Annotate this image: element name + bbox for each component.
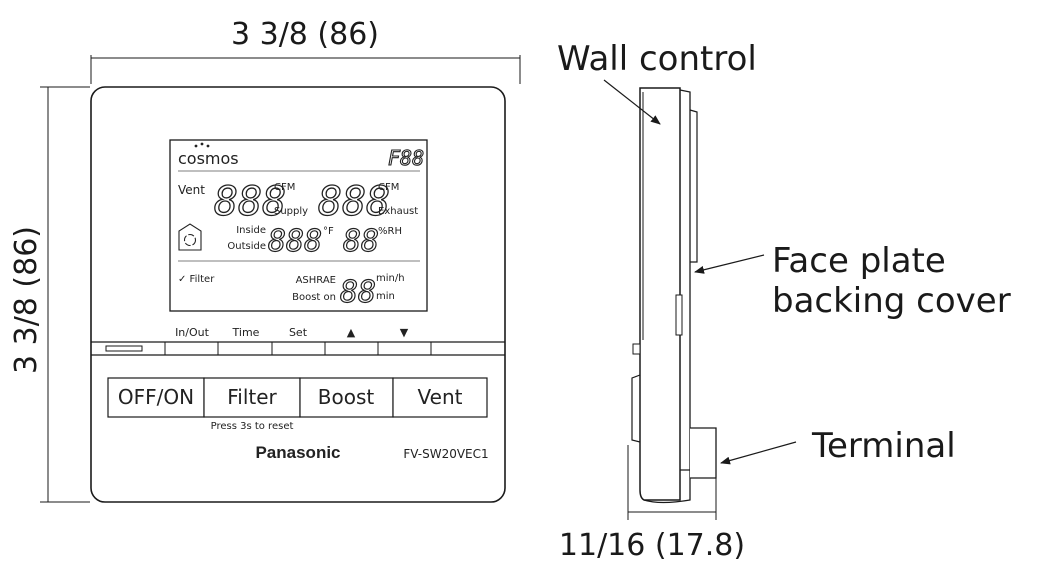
logo-sparkle-icon [194, 142, 210, 148]
lcd-vent-label: Vent [178, 183, 205, 197]
terminal-label: Terminal [811, 426, 956, 466]
terminal-leader [720, 441, 797, 465]
depth-dimension: 11/16 (17.8) [559, 445, 745, 563]
key-labels: In/Out Time Set ▲ ▼ [175, 326, 409, 339]
lcd-supply-digits: 888 [214, 179, 286, 225]
indicator-led [105, 345, 143, 352]
boost-button-label: Boost [318, 385, 375, 409]
face-plate-label-line2: backing cover [772, 281, 1011, 321]
lcd-boost-on-label: Boost on [292, 292, 336, 303]
height-dimension: 3 3/8 (86) [9, 86, 90, 503]
width-dimension-label: 3 3/8 (86) [231, 17, 379, 52]
lcd-supply-unit: CFM [274, 182, 295, 193]
lcd-filter-label: ✓ Filter [178, 274, 215, 285]
lcd-exhaust-unit: CFM [378, 182, 399, 193]
lcd-exhaust-digits: 888 [318, 179, 390, 225]
off-on-button-label: OFF/ON [118, 385, 194, 409]
filter-button-label: Filter [227, 385, 277, 409]
key-label-set: Set [289, 326, 308, 339]
lcd-exhaust-label: Exhaust [378, 206, 418, 217]
in-out-key[interactable] [166, 343, 217, 354]
wall-control-leader [603, 79, 661, 125]
key-label-time: Time [232, 326, 260, 339]
depth-dimension-label: 11/16 (17.8) [559, 528, 745, 563]
lcd-inside-label: Inside [236, 225, 266, 236]
wall-control-label: Wall control [557, 39, 757, 79]
lcd-screen: cosmos F88 Vent 888 CFM Supply 888 CFM E… [169, 139, 428, 312]
lcd-temp-digits: 888 [268, 224, 322, 259]
lcd-timer-digits: 88 [340, 275, 376, 310]
boost-button[interactable]: Boost [299, 377, 394, 418]
face-plate-leader [694, 254, 765, 274]
face-plate-label-line1: Face plate [772, 241, 946, 281]
up-key[interactable] [326, 343, 377, 354]
down-key[interactable] [379, 343, 430, 354]
lcd-min-unit: min [376, 291, 395, 302]
lcd-ashrae-label: ASHRAE [296, 275, 336, 286]
key-strip [91, 341, 505, 356]
lcd-rh-unit: %RH [378, 226, 402, 237]
lcd-logo: cosmos [178, 149, 239, 168]
time-key[interactable] [219, 343, 271, 354]
width-dimension: 3 3/8 (86) [90, 17, 521, 84]
model-number: FV-SW20VEC1 [403, 447, 488, 461]
lcd-rh-digits: 88 [343, 224, 379, 259]
vent-button[interactable]: Vent [392, 377, 488, 418]
brand-logo: Panasonic [255, 443, 340, 462]
lcd-outside-label: Outside [227, 241, 266, 252]
lcd-temp-unit: °F [323, 226, 334, 237]
set-key[interactable] [273, 343, 324, 354]
height-dimension-label: 3 3/8 (86) [9, 226, 44, 374]
filter-button[interactable]: Filter [203, 377, 301, 418]
off-on-button[interactable]: OFF/ON [107, 377, 205, 418]
key-label-down: ▼ [400, 326, 409, 339]
key-label-in-out: In/Out [175, 326, 210, 339]
vent-button-label: Vent [418, 385, 463, 409]
lcd-code: F88 [388, 146, 424, 170]
key-label-up: ▲ [347, 326, 356, 339]
wall-control-side [631, 87, 717, 504]
reset-hint: Press 3s to reset [211, 421, 294, 432]
lcd-minh-unit: min/h [376, 273, 405, 284]
lcd-supply-label: Supply [274, 206, 308, 217]
home-recirculate-icon [178, 223, 202, 251]
